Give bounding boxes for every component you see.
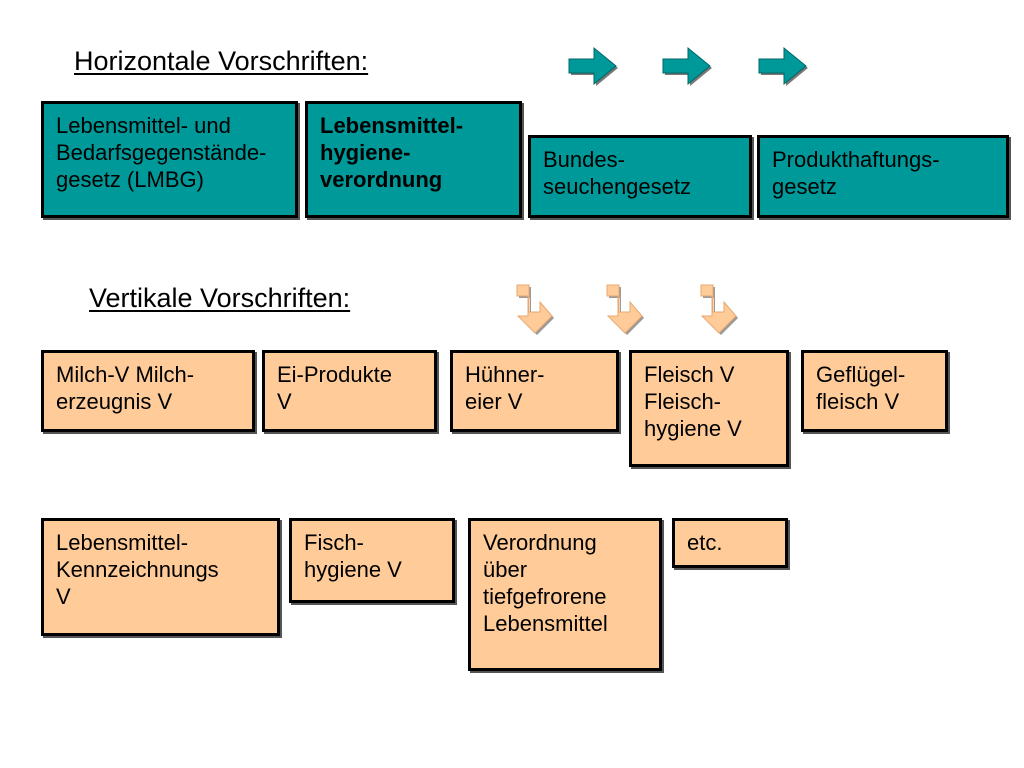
box-line: Lebensmittel (483, 611, 608, 636)
box-line: hygiene- (320, 140, 411, 165)
box-line: Fleisch V (644, 362, 735, 387)
box-line: erzeugnis V (56, 389, 173, 414)
box-line: Verordnung (483, 530, 597, 555)
down-arrow-icon (516, 284, 554, 335)
box-line: seuchengesetz (543, 174, 691, 199)
right-arrow-icon (662, 46, 712, 86)
box-line: Milch-V Milch- (56, 362, 195, 387)
tiefgefrorene-lebensmittel-box: Verordnung über tiefgefrorene Lebensmitt… (468, 518, 662, 671)
right-arrow-icon (758, 46, 808, 86)
produkthaftungsgesetz-box: Produkthaftungs- gesetz (757, 135, 1009, 218)
box-line: fleisch V (816, 389, 900, 414)
lmbg-box: Lebensmittel- und Bedarfsgegenstände- ge… (41, 101, 298, 218)
fischhygiene-box: Fisch- hygiene V (289, 518, 455, 603)
box-line: Kennzeichnungs (56, 557, 219, 582)
box-line: verordnung (320, 167, 443, 192)
box-line: Bundes- (543, 147, 625, 172)
box-line: V (277, 389, 292, 414)
box-line: über (483, 557, 528, 582)
gefluegelfleisch-box: Geflügel- fleisch V (801, 350, 948, 432)
box-line: Fisch- (304, 530, 364, 555)
box-line: Fleisch- (644, 389, 722, 414)
box-line: Bedarfsgegenstände- (56, 140, 267, 165)
box-line: Hühner- (465, 362, 545, 387)
box-line: eier V (465, 389, 523, 414)
box-line: Produkthaftungs- (772, 147, 940, 172)
fleisch-v-box: Fleisch V Fleisch- hygiene V (629, 350, 789, 467)
horizontal-title: Horizontale Vorschriften: (74, 46, 369, 76)
box-line: Lebensmittel- (56, 530, 189, 555)
box-line: gesetz (LMBG) (56, 167, 204, 192)
box-line: Ei-Produkte (277, 362, 392, 387)
huehnereier-box: Hühner- eier V (450, 350, 619, 432)
box-line: Lebensmittel- (320, 113, 464, 138)
ei-produkte-box: Ei-Produkte V (262, 350, 437, 432)
down-arrow-icon (606, 284, 644, 335)
milch-v-box: Milch-V Milch- erzeugnis V (41, 350, 255, 432)
box-line: hygiene V (644, 416, 742, 441)
box-line: Lebensmittel- und (56, 113, 231, 138)
down-arrow-icon (700, 284, 738, 335)
box-line: gesetz (772, 174, 837, 199)
lebensmittelhygiene-box: Lebensmittel- hygiene- verordnung (305, 101, 522, 218)
box-line: etc. (687, 530, 723, 555)
right-arrow-icon (568, 46, 618, 86)
bundesseuchengesetz-box: Bundes- seuchengesetz (528, 135, 752, 218)
box-line: Geflügel- (816, 362, 906, 387)
vertical-title: Vertikale Vorschriften: (89, 283, 351, 313)
box-line: tiefgefrorene (483, 584, 607, 609)
kennzeichnungs-v-box: Lebensmittel- Kennzeichnungs V (41, 518, 280, 636)
etc-box: etc. (672, 518, 788, 568)
box-line: hygiene V (304, 557, 402, 582)
box-line: V (56, 584, 71, 609)
